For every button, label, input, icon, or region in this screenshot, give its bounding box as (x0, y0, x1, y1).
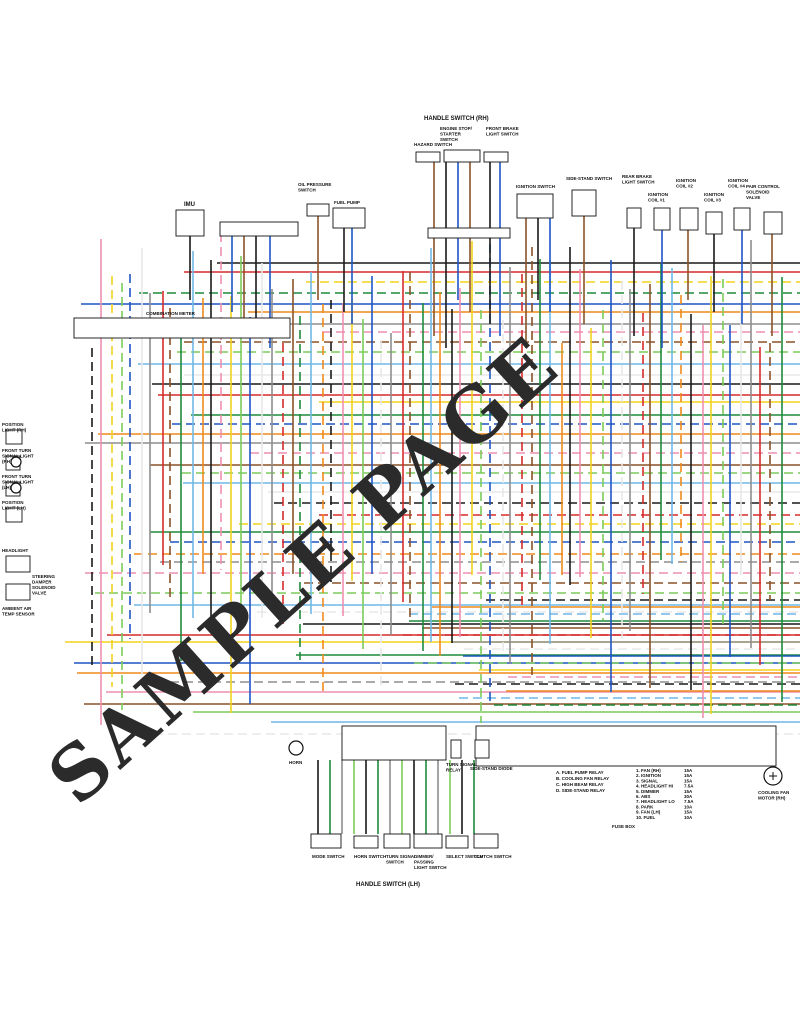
fuse-item-rating: 15A (684, 773, 693, 778)
fuse-item-name: 7. HEADLIGHT LO (636, 799, 675, 804)
ignition-coil-1-box (653, 207, 671, 231)
fuse-item-name: 5. DIMMER (636, 789, 660, 794)
fuse-item-name: 3. SIGNAL (636, 778, 658, 783)
combination-meter-label: COMBINATION METER (146, 311, 196, 316)
fuse-item-rating: 7.5A (684, 799, 694, 804)
position-light-lh-box (5, 507, 23, 523)
fuse-list: 1. FAN (RH) 15A 2. IGNITION 15A 3. SIGNAL 15A… (636, 768, 694, 820)
front-brake-switch-box (483, 151, 509, 163)
fuse-item-name: 2. IGNITION (636, 773, 661, 778)
fuse-item-name: 6. ABS (636, 794, 650, 799)
handle-switch-rh-label: HANDLE SWITCH (RH) (424, 116, 489, 122)
handle-lh-connector (341, 725, 447, 761)
oil-pressure-switch-box (306, 203, 330, 217)
turn-switch-box (383, 833, 411, 849)
fuel-pump-box (332, 207, 366, 229)
mode-switch-label: MODE SWITCH (312, 854, 345, 859)
ignition-coil-4-box (733, 207, 751, 231)
fuse-item-rating: 10A (684, 804, 693, 809)
ignition-coil-3-box (705, 211, 723, 235)
clutch-switch-box (473, 833, 499, 849)
mode-switch-box (310, 833, 342, 849)
clutch-switch-label: CLUTCH SWITCH (474, 854, 512, 859)
imu-label: IMU (184, 202, 195, 208)
headlight-bulb-icon (10, 482, 22, 494)
fuse-item-name: 4. HEADLIGHT HI (636, 784, 673, 789)
ambient-sensor-box (5, 583, 31, 601)
horn-icon (288, 740, 304, 756)
handle-switch-lh-label: HANDLE SWITCH (LH) (356, 882, 420, 888)
combination-meter-box (73, 317, 291, 339)
fuse-item-name: 9. FAN (LH) (636, 810, 661, 815)
turn-relay-box (450, 739, 462, 759)
fuse-item-rating: 30A (684, 794, 693, 799)
headlight-bulb-icon (10, 456, 22, 468)
imu-box (175, 209, 205, 237)
dimmer-switch-box (413, 833, 443, 849)
fuse-item-rating: 15A (684, 789, 693, 794)
headlight-label: HEADLIGHT (2, 548, 28, 553)
handle-rh-connector (427, 227, 511, 239)
side-stand-diode-label: SIDE-STAND DIODE (470, 766, 513, 771)
fuse-item-rating: 7.5A (684, 784, 694, 789)
relay-item: A. FUEL PUMP RELAY (556, 770, 604, 775)
fuel-pump-label: FUEL PUMP (334, 200, 360, 205)
select-switch-label: SELECT SWITCH (446, 854, 483, 859)
hazard-switch-box (415, 151, 441, 163)
ignition-coil-2-box (679, 207, 699, 231)
fuse-item-rating: 15A (684, 778, 693, 783)
horn-switch-box (353, 835, 379, 849)
side-stand-diode-box (474, 739, 490, 759)
fuse-item-rating: 10A (684, 815, 693, 820)
fuse-box-strip (475, 725, 777, 767)
fuse-box-label: FUSE BOX (612, 824, 635, 829)
relay-item: C. HIGH BEAM RELAY (556, 782, 604, 787)
hazard-switch-label: HAZARD SWITCH (414, 142, 452, 147)
fuse-item-name: 8. PARK (636, 804, 654, 809)
fuse-item-name: 10. FUEL (636, 815, 656, 820)
horn-label: HORN (289, 760, 302, 765)
fuse-item-rating: 15A (684, 810, 693, 815)
fuse-item-name: 1. FAN (RH) (636, 768, 661, 773)
pair-valve-box (763, 211, 783, 235)
wire-layer (65, 162, 800, 834)
connector-block (219, 221, 299, 237)
relay-item: D. SIDE-STAND RELAY (556, 788, 605, 793)
fuse-item-rating: 15A (684, 768, 693, 773)
side-stand-switch-box (571, 189, 597, 217)
headlight-box (5, 555, 31, 573)
rear-brake-switch-box (626, 207, 642, 229)
horn-switch-label: HORN SWITCH (354, 854, 386, 859)
ignition-switch-box (516, 193, 554, 219)
ignition-switch-label: IGNITION SWITCH (516, 184, 555, 189)
relay-item: B. COOLING FAN RELAY (556, 776, 609, 781)
position-light-rh-box (5, 429, 23, 445)
engine-stop-switch-box (443, 149, 481, 163)
component-layer (5, 149, 783, 849)
select-switch-box (445, 835, 469, 849)
side-stand-switch-label: SIDE-STAND SWITCH (566, 176, 612, 181)
